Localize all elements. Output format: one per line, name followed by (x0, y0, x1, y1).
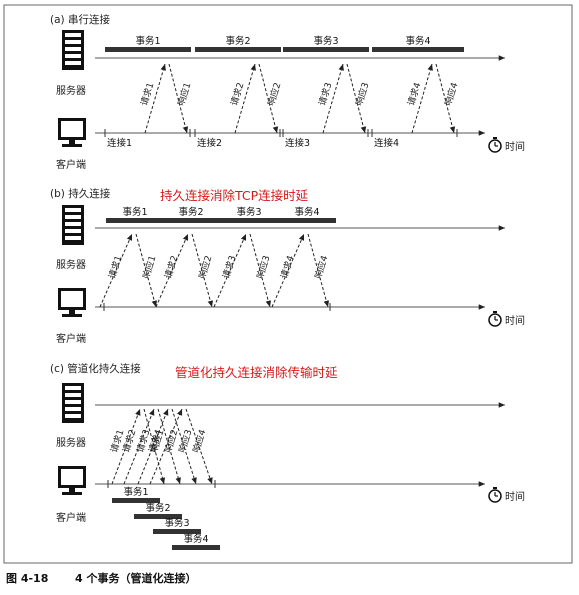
response-label: 响应2 (196, 254, 215, 280)
client-label: 客户端 (56, 511, 86, 524)
response-arrow (168, 63, 189, 134)
figure-title: 4 个事务（管道化连接） (75, 571, 196, 585)
response-arrow (143, 408, 166, 485)
response-label: 响应2 (265, 81, 284, 107)
section-b-annotation: 持久连接消除TCP连接时延 (160, 188, 309, 203)
transaction-bar (105, 47, 191, 52)
response-arrow (307, 233, 330, 308)
client-icon (58, 466, 86, 495)
request-arrow (234, 63, 256, 134)
transaction-bar-label: 事务2 (178, 206, 203, 218)
request-arrow (137, 408, 169, 485)
request-arrow (111, 408, 141, 485)
request-arrow (322, 63, 344, 134)
response-arrow (171, 408, 197, 485)
request-label: 请求2 (162, 254, 181, 280)
response-arrow (191, 233, 214, 308)
request-arrow (155, 233, 189, 308)
response-label: 响应1 (140, 254, 159, 280)
transaction-bar (283, 47, 369, 52)
response-arrow (249, 233, 272, 308)
server-icon (62, 30, 84, 70)
server-label: 服务器 (56, 436, 86, 449)
connection-label: 连接1 (107, 137, 132, 149)
client-icon (58, 118, 86, 147)
request-arrow (123, 408, 155, 485)
transaction-bar-label: 事务1 (123, 486, 148, 498)
clock-icon (488, 487, 502, 503)
transaction-bar (172, 545, 220, 550)
request-arrow (99, 233, 133, 308)
server-label: 服务器 (56, 84, 86, 97)
connection-label: 连接3 (285, 137, 310, 149)
transaction-bar (195, 47, 281, 52)
transaction-bar-label: 事务4 (183, 533, 208, 545)
response-label: 响应4 (312, 254, 331, 281)
transaction-bar (134, 514, 182, 519)
transaction-bar (162, 218, 220, 223)
transaction-bar-label: 事务3 (313, 35, 338, 47)
transaction-bar-label: 事务3 (236, 206, 261, 218)
time-label: 时间 (505, 140, 525, 153)
transaction-bar (153, 529, 201, 534)
request-arrow (213, 233, 247, 308)
request-label: 请求1 (106, 254, 125, 280)
connection-label: 连接4 (374, 137, 399, 149)
response-arrow (435, 63, 456, 134)
client-icon (58, 288, 86, 317)
response-label: 响应4 (442, 81, 461, 108)
time-label: 时间 (505, 314, 525, 327)
request-arrow (144, 63, 166, 134)
response-arrow (346, 63, 367, 134)
request-label: 请求3 (220, 254, 239, 280)
clock-icon (488, 311, 502, 327)
transaction-bar (112, 498, 160, 503)
clock-icon (488, 137, 502, 153)
figure-number: 图 4-18 (6, 572, 48, 585)
transaction-bar-label: 事务4 (405, 35, 430, 47)
transaction-bar (372, 47, 464, 52)
transaction-bar-label: 事务2 (145, 502, 170, 514)
server-icon (62, 383, 84, 423)
response-label: 响应3 (254, 254, 273, 280)
request-arrow (271, 233, 305, 308)
transaction-bar-label: 事务1 (122, 206, 147, 218)
client-label: 客户端 (56, 332, 86, 345)
response-label: 响应3 (353, 81, 372, 107)
request-label: 请求4 (278, 254, 297, 281)
transaction-bar-label: 事务3 (164, 517, 189, 529)
section-a-title: (a) 串行连接 (50, 13, 110, 26)
request-arrow (411, 63, 433, 134)
transaction-bar (220, 218, 278, 223)
connection-label: 连接2 (197, 137, 222, 149)
transaction-bar-label: 事务4 (294, 206, 319, 218)
section-b-title: (b) 持久连接 (50, 187, 111, 200)
transaction-bar (106, 218, 164, 223)
transaction-bar-label: 事务1 (135, 35, 160, 47)
response-arrow (258, 63, 279, 134)
time-label: 时间 (505, 490, 525, 503)
client-label: 客户端 (56, 158, 86, 171)
response-arrow (135, 233, 158, 308)
request-arrow (149, 408, 183, 485)
transaction-bar-label: 事务2 (225, 35, 250, 47)
response-arrow (157, 408, 181, 485)
response-arrow (185, 408, 213, 485)
transaction-bar (278, 218, 336, 223)
section-c-annotation: 管道化持久连接消除传输时延 (175, 365, 338, 380)
server-label: 服务器 (56, 258, 86, 271)
server-icon (62, 205, 84, 245)
response-label: 响应1 (175, 81, 194, 107)
diagram-border (3, 4, 573, 564)
section-c-title: (c) 管道化持久连接 (50, 362, 141, 375)
